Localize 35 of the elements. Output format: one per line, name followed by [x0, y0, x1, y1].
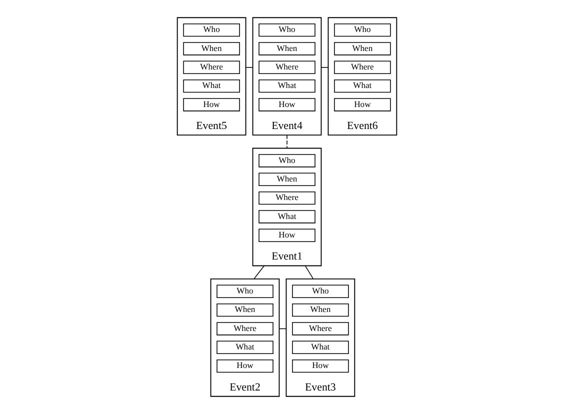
connector	[304, 265, 314, 280]
node-box: When	[216, 303, 273, 317]
node-box: Who	[258, 154, 315, 168]
node-box: How	[334, 98, 390, 112]
connector	[244, 67, 253, 68]
node-box: Where	[334, 60, 390, 74]
node-box: When	[334, 42, 390, 56]
node-box: What	[216, 340, 273, 354]
node-box: When	[292, 303, 348, 317]
node-box: When	[182, 42, 240, 56]
node-box: When	[258, 42, 315, 56]
node-box: Who	[258, 23, 315, 37]
node-box: Who	[182, 23, 240, 37]
connector	[320, 67, 328, 68]
node-box: How	[258, 228, 315, 242]
node-box: How	[182, 98, 240, 112]
node-box: What	[258, 79, 315, 93]
node-box: How	[258, 98, 315, 112]
node-box: Where	[182, 60, 240, 74]
node-box: What	[292, 340, 348, 354]
node-box: How	[216, 359, 273, 373]
node-box: When	[258, 172, 315, 186]
connector	[253, 265, 264, 280]
node-box: What	[258, 210, 315, 224]
node-box: Where	[216, 322, 273, 336]
node-box: Where	[292, 322, 348, 336]
node-box: Who	[216, 284, 273, 298]
node-box: How	[292, 359, 348, 373]
node-box: Who	[334, 23, 390, 37]
node-box: Where	[258, 191, 315, 205]
node-box: Who	[292, 284, 348, 298]
node-box: What	[334, 79, 390, 93]
node-box: What	[182, 79, 240, 93]
node-box: Where	[258, 60, 315, 74]
connector	[286, 134, 287, 149]
